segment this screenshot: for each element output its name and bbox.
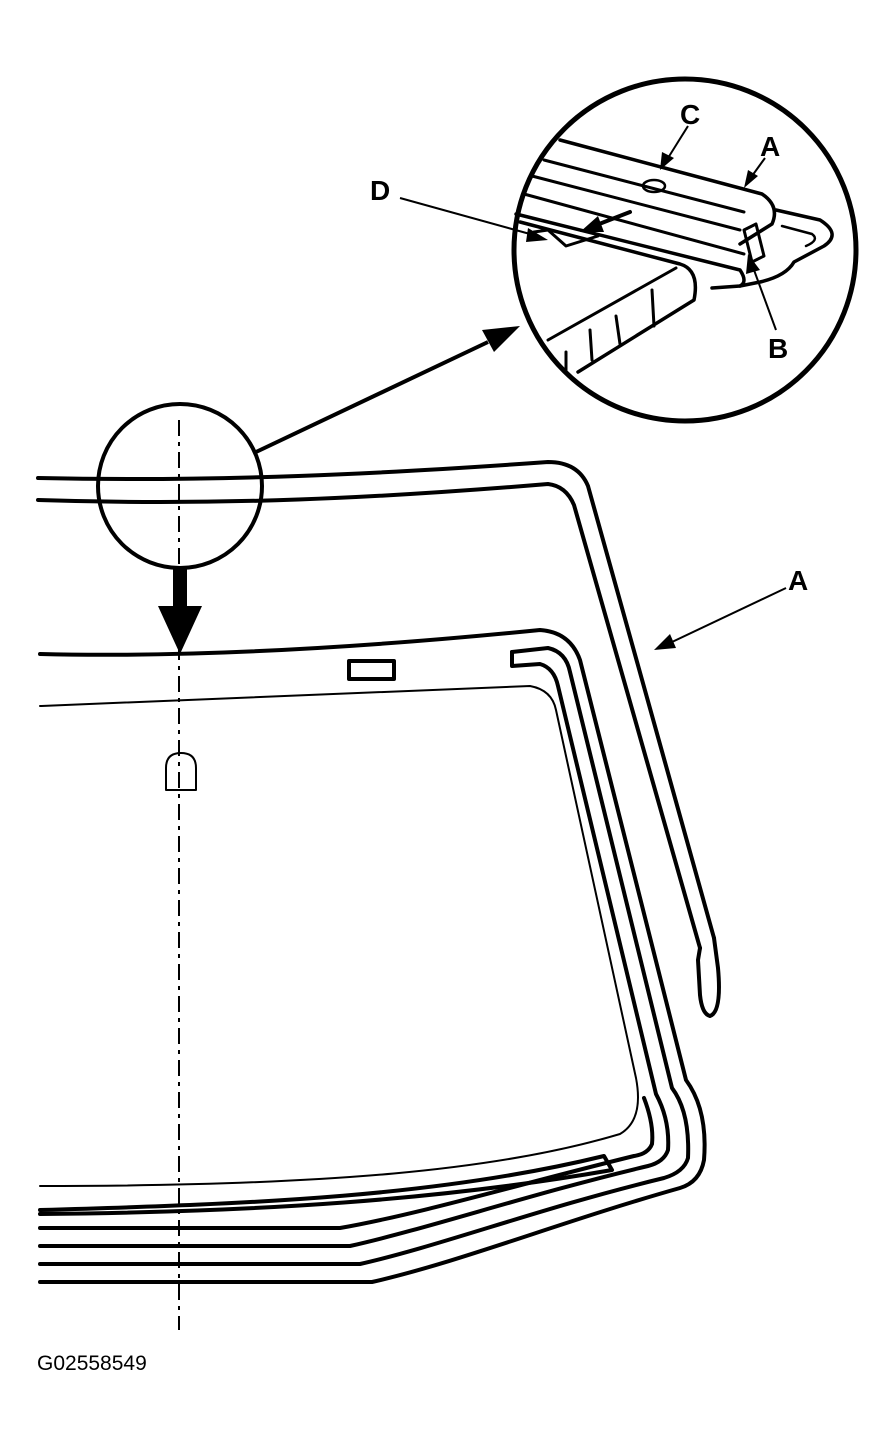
label-b: B: [768, 333, 788, 364]
label-d: D: [370, 175, 390, 206]
leader-a-detail: [751, 157, 766, 177]
label-c: C: [680, 99, 700, 130]
leader-to-detail-arrowhead: [482, 326, 520, 352]
windshield-body-frame: [38, 628, 707, 1284]
windshield-outer-molding: [36, 460, 721, 1018]
label-a-detail: A: [760, 131, 780, 162]
label-a-main: A: [788, 565, 808, 596]
leader-c: [667, 125, 689, 159]
figure-code: G02558549: [37, 1352, 147, 1375]
detail-view: [511, 76, 859, 424]
install-direction-arrow: [158, 566, 202, 654]
leader-to-detail: [255, 340, 489, 454]
leader-d: [399, 197, 531, 235]
center-clip: [165, 752, 197, 791]
leader-b: [753, 269, 777, 331]
leader-a-main: [671, 587, 787, 643]
